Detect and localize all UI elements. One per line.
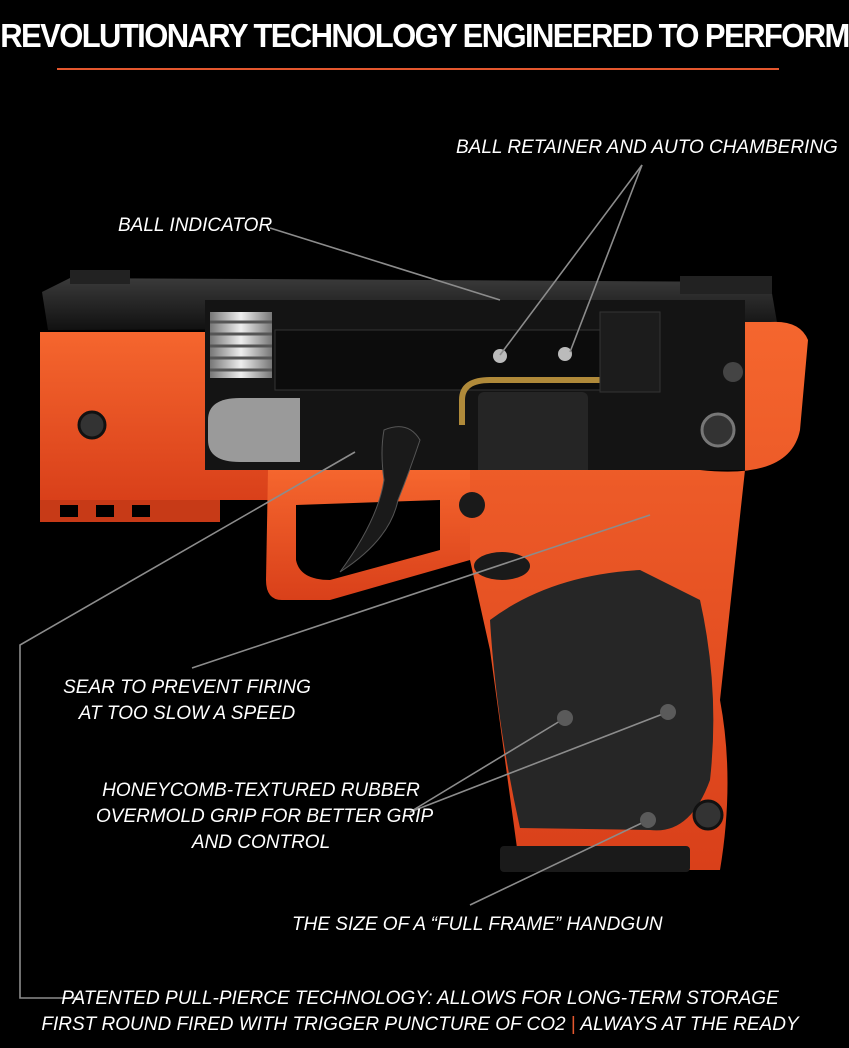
callout-grip-line-3: AND CONTROL: [191, 832, 331, 853]
brass-tube: [459, 377, 606, 425]
internal-mechanism: [205, 300, 745, 492]
callout-ball-indicator: BALL INDICATOR: [118, 215, 273, 236]
magazine-body: [478, 392, 588, 492]
callout-sear-line-1: SEAR TO PREVENT FIRING: [63, 677, 311, 698]
callout-size: THE SIZE OF A “FULL FRAME” HANDGUN: [292, 914, 663, 935]
callout-grip-line-1: HONEYCOMB-TEXTURED RUBBER: [102, 780, 420, 801]
rubber-grip-panel: [490, 570, 714, 831]
grip-screw-icon: [692, 799, 724, 831]
callout-grip: HONEYCOMB-TEXTURED RUBBER OVERMOLD GRIP …: [96, 778, 434, 856]
callout-pull-pierce-line-1: PATENTED PULL-PIERCE TECHNOLOGY: ALLOWS …: [61, 988, 779, 1009]
callout-pull-pierce-line-2a: FIRST ROUND FIRED WITH TRIGGER PUNCTURE …: [41, 1014, 566, 1035]
frame-lower: [266, 426, 470, 600]
size-leader: [469, 819, 649, 906]
callout-separator: |: [570, 1014, 576, 1035]
callout-ball-retainer: BALL RETAINER AND AUTO CHAMBERING: [456, 137, 838, 158]
callout-sear-line-2: AT TOO SLOW A SPEED: [78, 703, 296, 724]
page-title: REVOLUTIONARY TECHNOLOGY ENGINEERED TO P…: [0, 16, 849, 55]
trigger: [339, 426, 421, 573]
magazine-release: [474, 552, 530, 580]
callout-dots: [557, 704, 676, 828]
recoil-spring: [210, 312, 272, 378]
callout-pull-pierce: PATENTED PULL-PIERCE TECHNOLOGY: ALLOWS …: [40, 986, 800, 1038]
ball-retainer-leader-1: [499, 164, 643, 356]
callout-pull-pierce-line-2: FIRST ROUND FIRED WITH TRIGGER PUNCTURE …: [40, 1012, 800, 1038]
grip: [459, 321, 808, 872]
callout-pull-pierce-line-2b: ALWAYS AT THE READY: [580, 1014, 799, 1035]
ball-retainer-leader-2: [569, 164, 643, 353]
magazine-base: [500, 846, 690, 872]
co2-cartridge: [208, 398, 300, 462]
ball-indicator-leader: [269, 227, 501, 301]
sear-leader: [191, 514, 651, 669]
callout-sear: SEAR TO PREVENT FIRING AT TOO SLOW A SPE…: [62, 675, 312, 727]
callout-lines: [19, 164, 669, 999]
grip-leader-2: [409, 711, 669, 813]
title-divider: [57, 68, 779, 70]
callout-grip-line-2: OVERMOLD GRIP FOR BETTER GRIP: [96, 806, 434, 827]
pull-pierce-leader: [19, 451, 356, 999]
grip-leader-1: [409, 717, 566, 813]
frame-front: [40, 332, 300, 522]
front-screw-icon: [77, 410, 107, 440]
